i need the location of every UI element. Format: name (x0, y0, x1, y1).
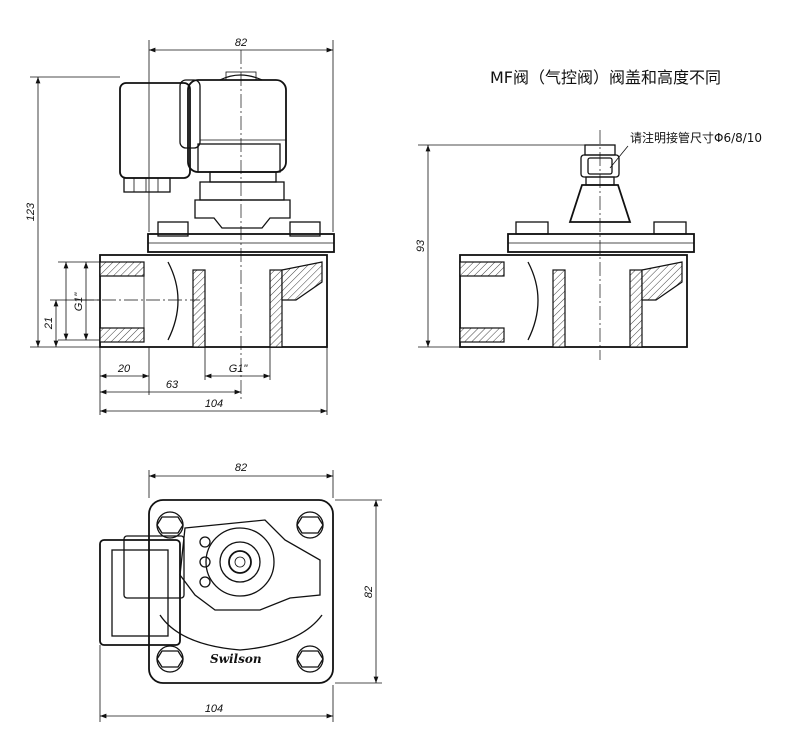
dim-front-total-width: 104 (205, 398, 223, 410)
title-note: MF阀（气控阀）阀盖和高度不同 (490, 68, 721, 87)
dim-bottom-total-width: 104 (205, 703, 223, 715)
dim-front-top-width: 82 (235, 37, 247, 49)
bottom-view: Swilson 82 82 104 (99, 462, 382, 722)
dim-front-thread-height: 21 (43, 317, 55, 330)
square-flange (148, 499, 334, 684)
dim-front-offset-20: 20 (117, 363, 131, 375)
pilot-top (205, 527, 275, 597)
bolt-top-left (156, 511, 184, 539)
dim-bottom-top-width: 82 (235, 462, 247, 474)
bottom-coil-box (99, 539, 181, 646)
dim-front-thread-side: G1" (73, 292, 85, 312)
tube-note: 请注明接管尺寸Φ6/8/10 (630, 130, 762, 145)
dim-front-height: 123 (25, 202, 37, 221)
dim-front-offset-63: 63 (166, 379, 179, 391)
brand-logo: Swilson (210, 652, 262, 666)
mf-body (459, 254, 688, 348)
bolt-top-right (296, 511, 324, 539)
mf-view: MF阀（气控阀）阀盖和高度不同 请注明接管尺寸Φ6/8/10 93 (415, 68, 762, 360)
coil-housing (187, 79, 287, 173)
bolt-bottom-left (156, 645, 184, 673)
dim-bottom-side-height: 82 (363, 586, 375, 598)
front-view: 82 123 G1" 21 20 63 G1" 104 (25, 37, 335, 415)
cable-gland (123, 177, 171, 193)
dim-mf-height: 93 (415, 239, 427, 252)
dim-front-thread-bottom: G1" (229, 363, 249, 375)
cone-cap (568, 184, 632, 223)
valve-body (99, 254, 328, 348)
bolt-bottom-right (296, 645, 324, 673)
